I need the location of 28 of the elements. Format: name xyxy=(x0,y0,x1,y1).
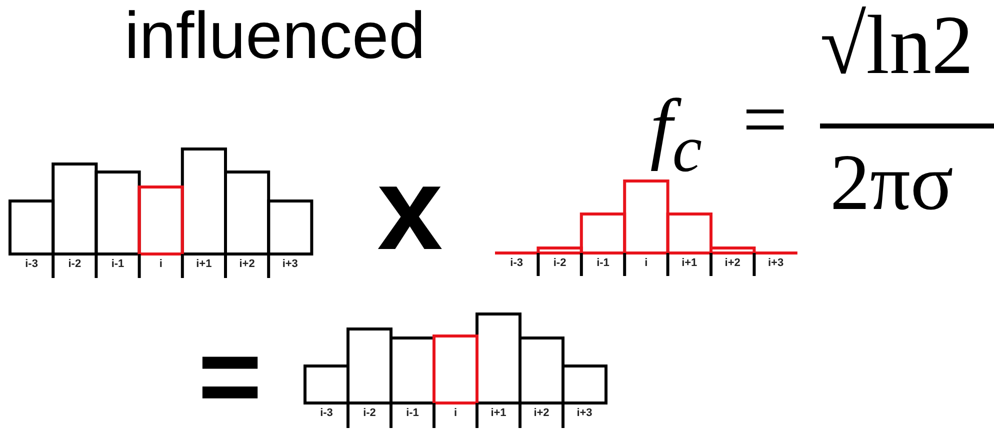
bin-label: i xyxy=(644,258,649,269)
formula-denominator: 2πσ xyxy=(830,143,955,223)
bin-label: i-1 xyxy=(405,408,420,419)
heading-text: influenced xyxy=(124,2,426,68)
formula-variable: f$_{c}$ xyxy=(649,88,703,184)
bin-label: i+1 xyxy=(490,408,508,419)
bin-label: i+2 xyxy=(238,259,256,270)
bin-label: i-3 xyxy=(509,258,524,269)
bin-label: i xyxy=(158,259,164,270)
bin-label: i+1 xyxy=(680,258,698,269)
bin-label: i+3 xyxy=(281,259,299,270)
bin-label: i xyxy=(452,408,458,419)
bin-label: i-2 xyxy=(67,259,82,270)
bin-label: i-3 xyxy=(24,259,39,270)
equals-sign: = xyxy=(196,322,264,432)
bin-label: i-1 xyxy=(110,259,126,270)
equals-sign: = xyxy=(741,80,789,160)
multiply-sign: x xyxy=(376,150,444,268)
formula-numerator: √ln2 xyxy=(820,4,974,88)
bin-label: i-3 xyxy=(319,408,334,419)
bin-label: i-1 xyxy=(596,258,610,269)
bin-label: i+3 xyxy=(576,408,594,419)
bin-label: i+2 xyxy=(532,408,550,419)
bin-label: i+2 xyxy=(724,258,742,269)
bin-label: i-2 xyxy=(362,408,377,419)
bin-label: i-2 xyxy=(552,258,568,269)
bin-label: i+3 xyxy=(766,258,785,269)
bin-label: i+1 xyxy=(195,259,213,270)
